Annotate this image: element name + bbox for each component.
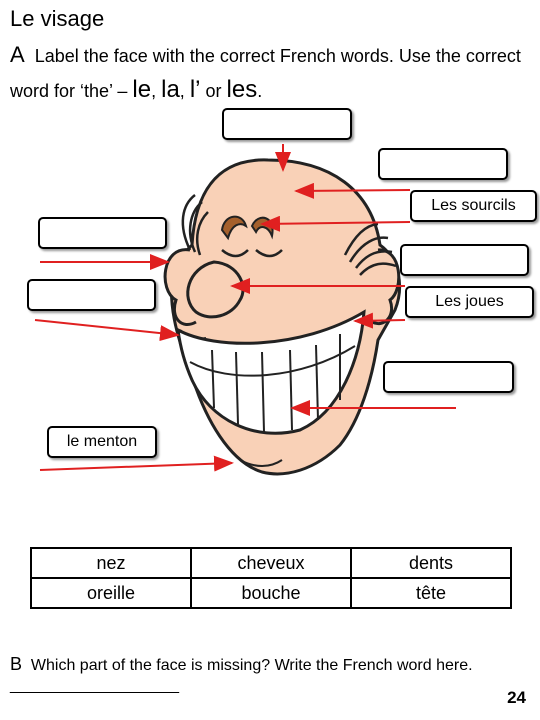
right-eye xyxy=(255,249,283,258)
arrow-chin xyxy=(39,455,234,472)
article-l: l’ xyxy=(189,76,201,103)
instruction-text: Label the face with the correct French w… xyxy=(10,46,521,101)
arrow-eyebrows xyxy=(260,215,411,232)
word-cell: nez xyxy=(30,547,192,579)
section-a-instructions: A Label the face with the correct French… xyxy=(10,42,521,103)
section-a-letter: A xyxy=(10,42,25,67)
left-ear xyxy=(163,248,197,326)
label-chin-text: le menton xyxy=(66,433,138,450)
label-eyebrows-text: Les sourcils xyxy=(431,197,516,214)
nose xyxy=(186,260,245,319)
label-box-mouth[interactable] xyxy=(27,279,156,311)
word-cell: tête xyxy=(350,577,512,609)
article-les: les xyxy=(226,76,258,103)
arrow-mouth-left xyxy=(34,319,180,342)
word-cell: oreille xyxy=(30,577,192,609)
label-box-top[interactable] xyxy=(222,108,352,140)
label-box-eyebrows[interactable]: Les sourcils xyxy=(410,190,537,222)
label-box-teeth[interactable] xyxy=(383,361,514,393)
left-eyebrow xyxy=(220,215,248,241)
arrow-cheeks xyxy=(353,312,406,329)
label-cheeks-text: Les joues xyxy=(435,293,504,310)
word-cell: dents xyxy=(350,547,512,579)
label-box-cheeks[interactable]: Les joues xyxy=(405,286,534,318)
word-bank-table: nez cheveux dents oreille bouche tête xyxy=(30,547,512,609)
page-number: 24 xyxy=(507,688,526,707)
label-box-ear[interactable] xyxy=(38,217,167,249)
word-cell: bouche xyxy=(190,577,352,609)
hair-tufts xyxy=(181,194,397,276)
article-le: le xyxy=(132,76,152,103)
section-b: B Which part of the face is missing? Wri… xyxy=(10,654,510,696)
arrow-hair xyxy=(294,182,411,199)
label-box-nose[interactable] xyxy=(400,244,529,276)
label-box-chin[interactable]: le menton xyxy=(47,426,157,458)
label-box-hair[interactable] xyxy=(378,148,508,180)
chin-line xyxy=(239,459,283,467)
section-b-letter: B xyxy=(10,654,23,674)
word-cell: cheveux xyxy=(190,547,352,579)
label-arrows xyxy=(34,144,456,472)
word-or: or xyxy=(205,81,222,101)
left-eye xyxy=(221,249,249,258)
table-row: oreille bouche tête xyxy=(30,577,512,609)
article-la: la xyxy=(161,76,180,103)
instruction-period: . xyxy=(257,81,263,101)
table-row: nez cheveux dents xyxy=(30,547,512,579)
section-b-question: Which part of the face is missing? Write… xyxy=(10,657,473,694)
page-title: Le visage xyxy=(10,6,105,31)
